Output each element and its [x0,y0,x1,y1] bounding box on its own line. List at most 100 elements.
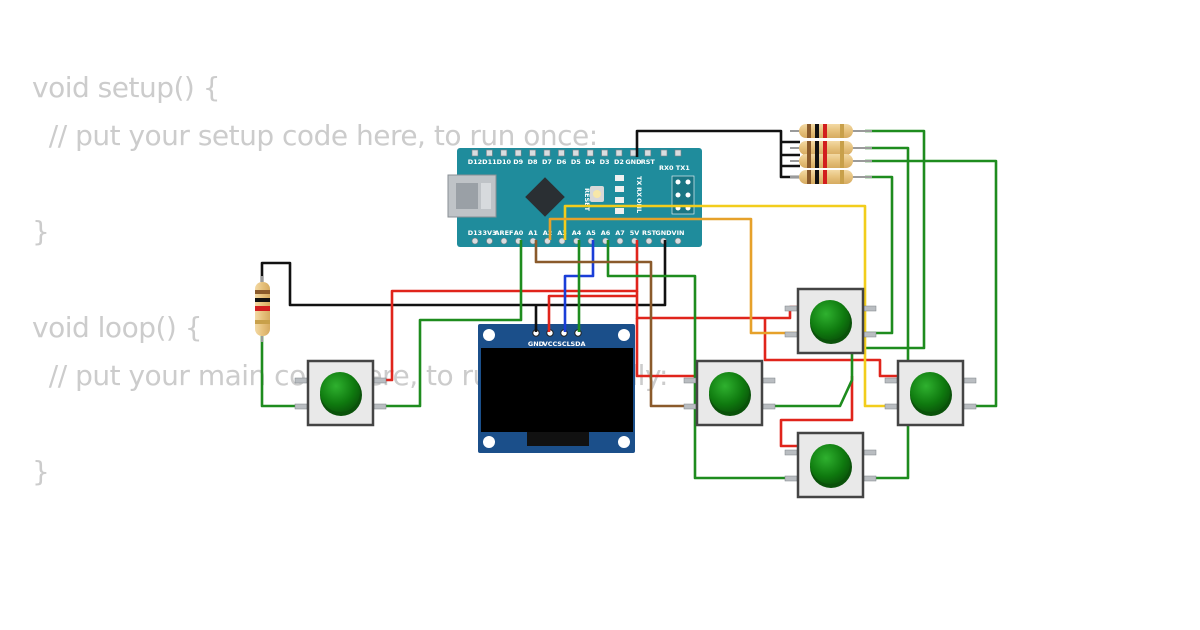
button-lead [863,449,877,456]
status-leds: TX RX ON L [615,175,643,214]
code-line: // put your setup code here, to run once… [32,119,598,152]
header-pin[interactable] [674,237,682,245]
wire-green-resistor3 [865,159,998,408]
wire-green-resistor4 [862,175,894,335]
board-pcb [457,148,702,247]
icsp-header [671,175,695,215]
header-pin[interactable] [616,237,624,245]
header-pin[interactable] [615,149,623,157]
bottom-pin-label: AREF [495,229,514,237]
header-pin[interactable] [558,149,565,157]
resistor-band [823,170,827,184]
resistor-2 [790,141,872,155]
header-pin[interactable] [601,149,608,157]
header-pin[interactable] [630,149,637,157]
button-lead [784,449,798,456]
wire-red-5v-bottom-button [779,376,854,448]
top-pin-label: D6 [556,158,566,166]
wire-green-a0-left-button [372,240,523,408]
header-pin[interactable] [543,149,551,157]
header-pin[interactable] [500,149,508,157]
resistor-bank [790,124,872,184]
button-lead [683,377,697,384]
wire-green-left-resistor [260,336,306,408]
mount-hole [483,436,495,448]
top-pin-label: D5 [571,158,581,166]
pushbutton-middle[interactable] [683,359,776,427]
button-lead [884,403,898,410]
top-pin-label: D7 [542,158,552,166]
wire-green-resistor2 [862,146,910,480]
bottom-pin-label: D13 [468,229,482,237]
button-lead [784,331,798,338]
bottom-pin-label: 5V [630,229,640,237]
resistor-band [840,124,844,138]
button-lead [294,403,308,410]
button-lead [863,475,877,482]
led-label-tx: TX [635,176,643,185]
bottom-pin-label: A6 [601,229,611,237]
header-pin[interactable] [486,237,493,245]
wire-green-a6-bottom-button [606,240,800,480]
resistor-4 [790,170,872,184]
resistor-band [807,154,811,168]
header-pin[interactable] [558,237,566,245]
header-pin[interactable] [529,149,536,157]
top-pin-label: D4 [585,158,595,166]
button-lead [762,403,776,410]
header-pin[interactable] [645,237,653,245]
button-lead [373,377,387,384]
resistor-band [815,170,819,184]
top-pin-label: GND [625,158,642,166]
header-pin[interactable] [586,149,594,157]
button-lead [863,305,877,312]
header-pin[interactable] [572,149,580,157]
bottom-pin-label: 3V3 [482,229,496,237]
button-cap [709,372,749,412]
code-line: } [32,455,50,488]
resistor-band [815,124,819,138]
top-pin-label: RST [641,158,656,166]
top-pin-label: D2 [614,158,624,166]
header-pin[interactable] [674,149,682,157]
button-lead [373,403,387,410]
resistor-band [823,154,827,168]
resistor-3 [790,154,872,168]
reset-button-cap [593,190,601,198]
pushbutton-top[interactable] [784,287,877,355]
header-pin[interactable] [471,237,479,245]
reset-label: RESET [583,188,591,212]
header-pin[interactable] [644,149,652,157]
resistor-band [255,306,270,311]
resistor-band [255,298,270,302]
code-editor-background: void setup() { // put your setup code he… [32,64,752,504]
button-lead [963,377,977,384]
top-pin-label: D3 [600,158,610,166]
top-pin-label: D12 [468,158,482,166]
bottom-pin-label: A4 [572,229,582,237]
led-label-l: L [635,209,643,213]
resistor-band [807,170,811,184]
pushbutton-bottom[interactable] [784,431,877,499]
header-pin[interactable] [486,149,493,157]
code-line: void loop() { [32,311,203,344]
button-lead [784,305,798,312]
header-pin[interactable] [471,149,479,157]
top-pin-label: D10 [497,158,512,166]
header-pin[interactable] [500,237,508,245]
header-pin[interactable] [660,149,668,157]
button-lead [683,403,697,410]
pushbutton-right[interactable] [884,359,977,427]
button-lead [963,403,977,410]
resistor-band [823,141,827,155]
oled-pin-label: SCL [557,340,571,348]
header-pin[interactable] [514,149,522,157]
wire-black-gnd-resistors [635,129,800,179]
pushbutton-left[interactable] [294,359,387,427]
top-pin-label: D9 [513,158,523,166]
resistor-band [255,290,270,294]
